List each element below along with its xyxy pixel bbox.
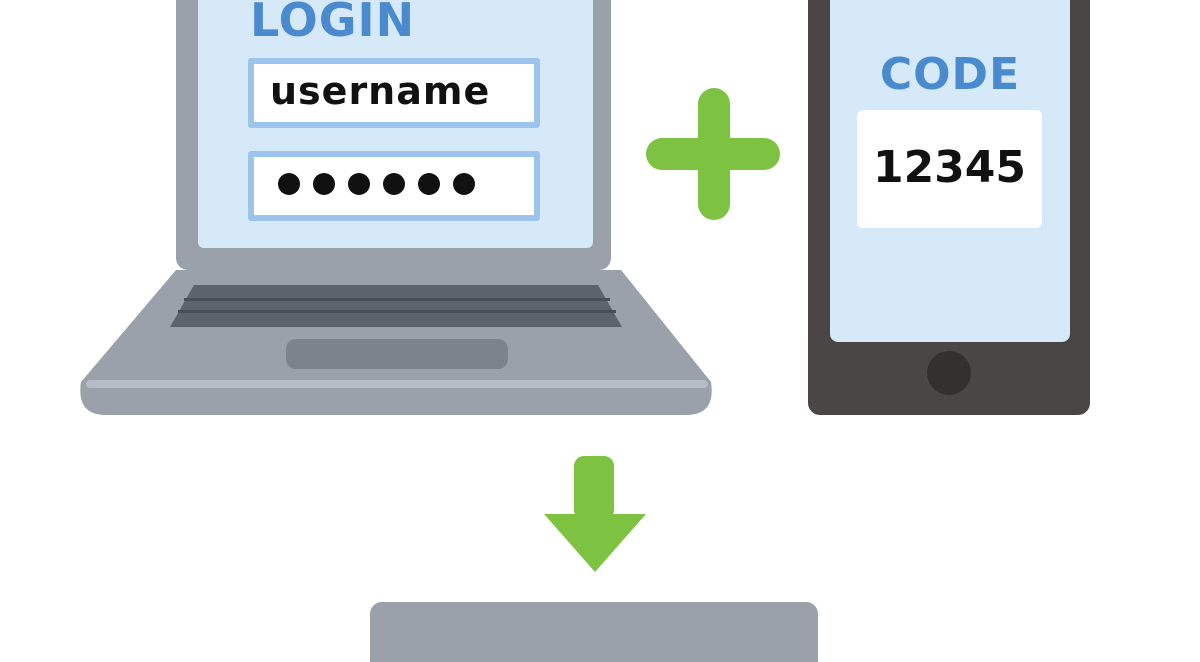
bottom-device [370, 602, 818, 662]
password-dot [383, 173, 405, 195]
laptop-base [76, 270, 716, 420]
keyboard [170, 285, 622, 327]
username-value: username [270, 66, 490, 116]
code-value: 12345 [857, 138, 1042, 198]
password-dot [418, 173, 440, 195]
login-title: LOGIN [250, 0, 415, 50]
code-label: CODE [830, 45, 1070, 105]
password-dot [453, 173, 475, 195]
plus-icon-bar [646, 138, 780, 170]
password-dot [313, 173, 335, 195]
password-dot [278, 173, 300, 195]
password-mask [278, 170, 475, 198]
password-dot [348, 173, 370, 195]
home-button[interactable] [927, 351, 971, 395]
arrow-down-icon [540, 452, 650, 577]
touchpad[interactable] [286, 339, 508, 369]
